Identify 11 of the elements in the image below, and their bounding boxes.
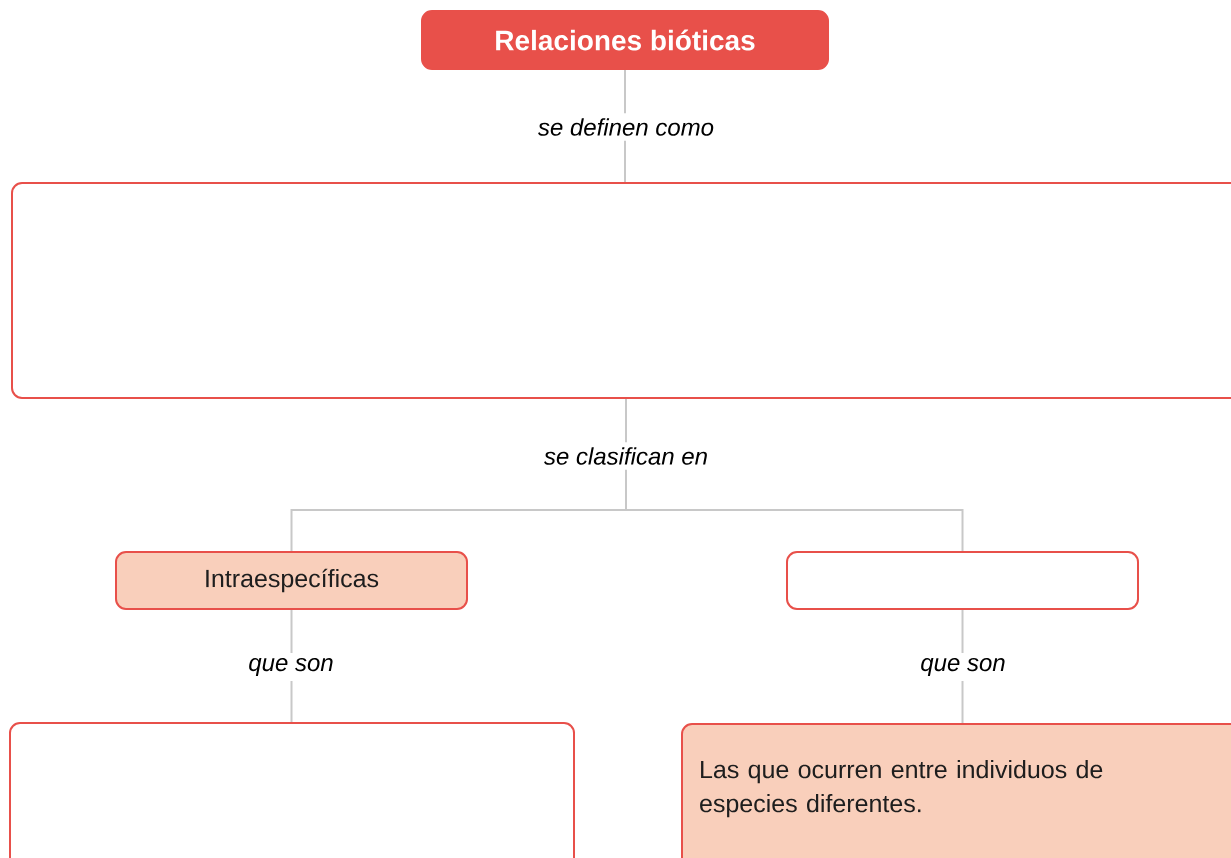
- edge-label: se clasifican en: [537, 442, 715, 470]
- edge-label: que son: [242, 653, 340, 681]
- title-box: Relaciones bióticas: [421, 10, 829, 70]
- edge-label: se definen como: [531, 113, 721, 141]
- text-box: Las que ocurren entre individuos de especies diferentes.: [681, 723, 1231, 858]
- connector-line: [625, 398, 964, 552]
- category-box: Intraespecíficas: [115, 551, 468, 610]
- edge-label: que son: [914, 653, 1012, 681]
- answer-box: [786, 551, 1139, 610]
- answer-box: [11, 182, 1231, 399]
- answer-box: [9, 722, 575, 858]
